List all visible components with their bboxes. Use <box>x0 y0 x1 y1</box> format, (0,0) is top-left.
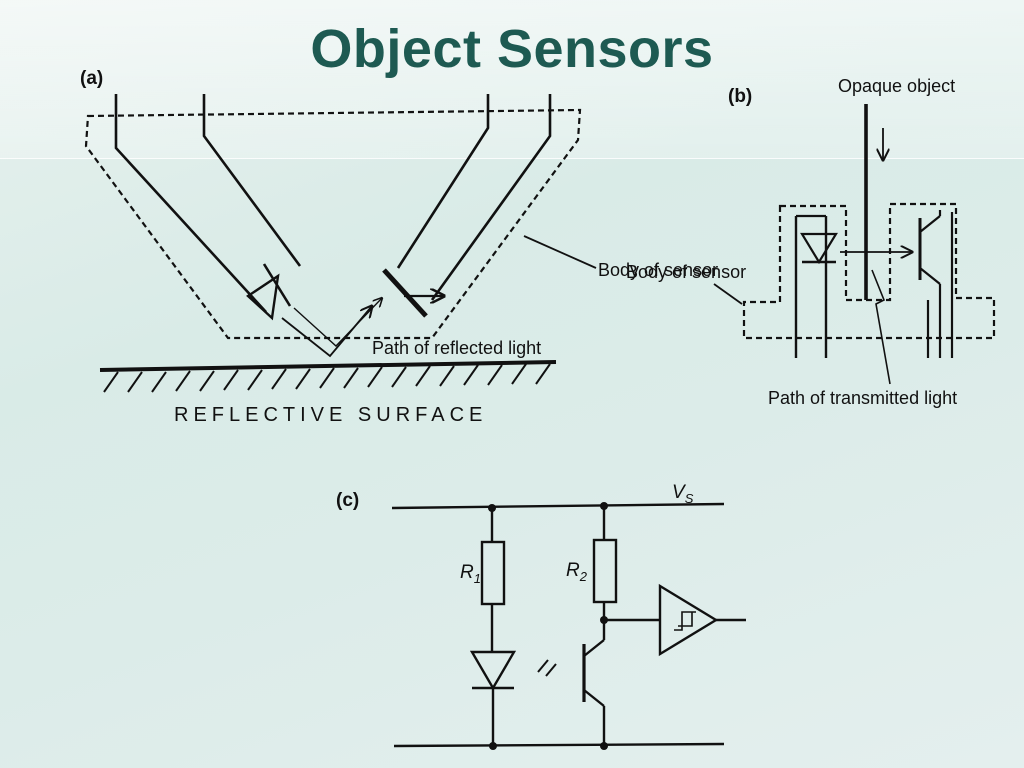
r1-subscript: 1 <box>473 570 481 586</box>
opaque-object-label: Opaque object <box>838 76 956 96</box>
receiver-channel <box>396 94 552 301</box>
reflected-light-path <box>281 306 372 358</box>
sensor-circuit <box>391 502 746 748</box>
sensor-b-body-outline <box>742 202 996 340</box>
r2-subscript: 2 <box>579 568 587 584</box>
reflective-surface <box>99 360 557 372</box>
sensor-a-body-outline <box>84 108 582 340</box>
transmitted-light-label: Path of transmitted light <box>768 388 958 408</box>
r1-symbol: R <box>460 562 474 583</box>
resistor-r2 <box>592 538 618 604</box>
supply-voltage-subscript: S <box>684 490 694 506</box>
r2-label: R2 <box>566 560 587 584</box>
supply-voltage-label: VS <box>672 482 693 506</box>
led-emitter-icon <box>246 273 280 321</box>
schmitt-trigger-icon <box>658 583 719 657</box>
photodetector-icon <box>382 268 428 318</box>
led-c-icon <box>469 650 517 691</box>
transmitted-light-leader <box>871 269 891 385</box>
body-of-sensor-b-label: Body of sensor <box>626 262 747 282</box>
supply-rail <box>391 502 725 510</box>
body-leader-a <box>523 235 597 269</box>
circuit-junctions <box>488 502 608 750</box>
reflected-light-label: Path of reflected light <box>372 338 542 358</box>
panel-a-label: (a) <box>80 68 104 89</box>
surface-hatching <box>103 363 551 393</box>
slotted-sensor <box>713 104 996 385</box>
emitter-channel <box>114 94 302 313</box>
supply-voltage-symbol: V <box>672 482 685 503</box>
reflective-sensor <box>84 94 597 393</box>
page-title: Object Sensors <box>310 19 714 79</box>
phototransistor-b-icon <box>918 210 954 358</box>
header-band <box>0 0 1024 159</box>
panel-b-label: (b) <box>728 86 753 107</box>
panel-c-label: (c) <box>336 490 360 511</box>
ground-rail <box>393 742 725 748</box>
body-leader-b <box>713 283 743 305</box>
led-b-icon <box>800 232 838 265</box>
resistor-r1 <box>480 540 506 606</box>
r1-label: R1 <box>460 562 481 586</box>
phototransistor-c-icon <box>582 639 606 746</box>
body-of-sensor-a-label: Body of sensor <box>598 260 719 280</box>
reflective-surface-label: REFLECTIVE SURFACE <box>174 404 488 426</box>
r2-symbol: R <box>566 560 580 581</box>
